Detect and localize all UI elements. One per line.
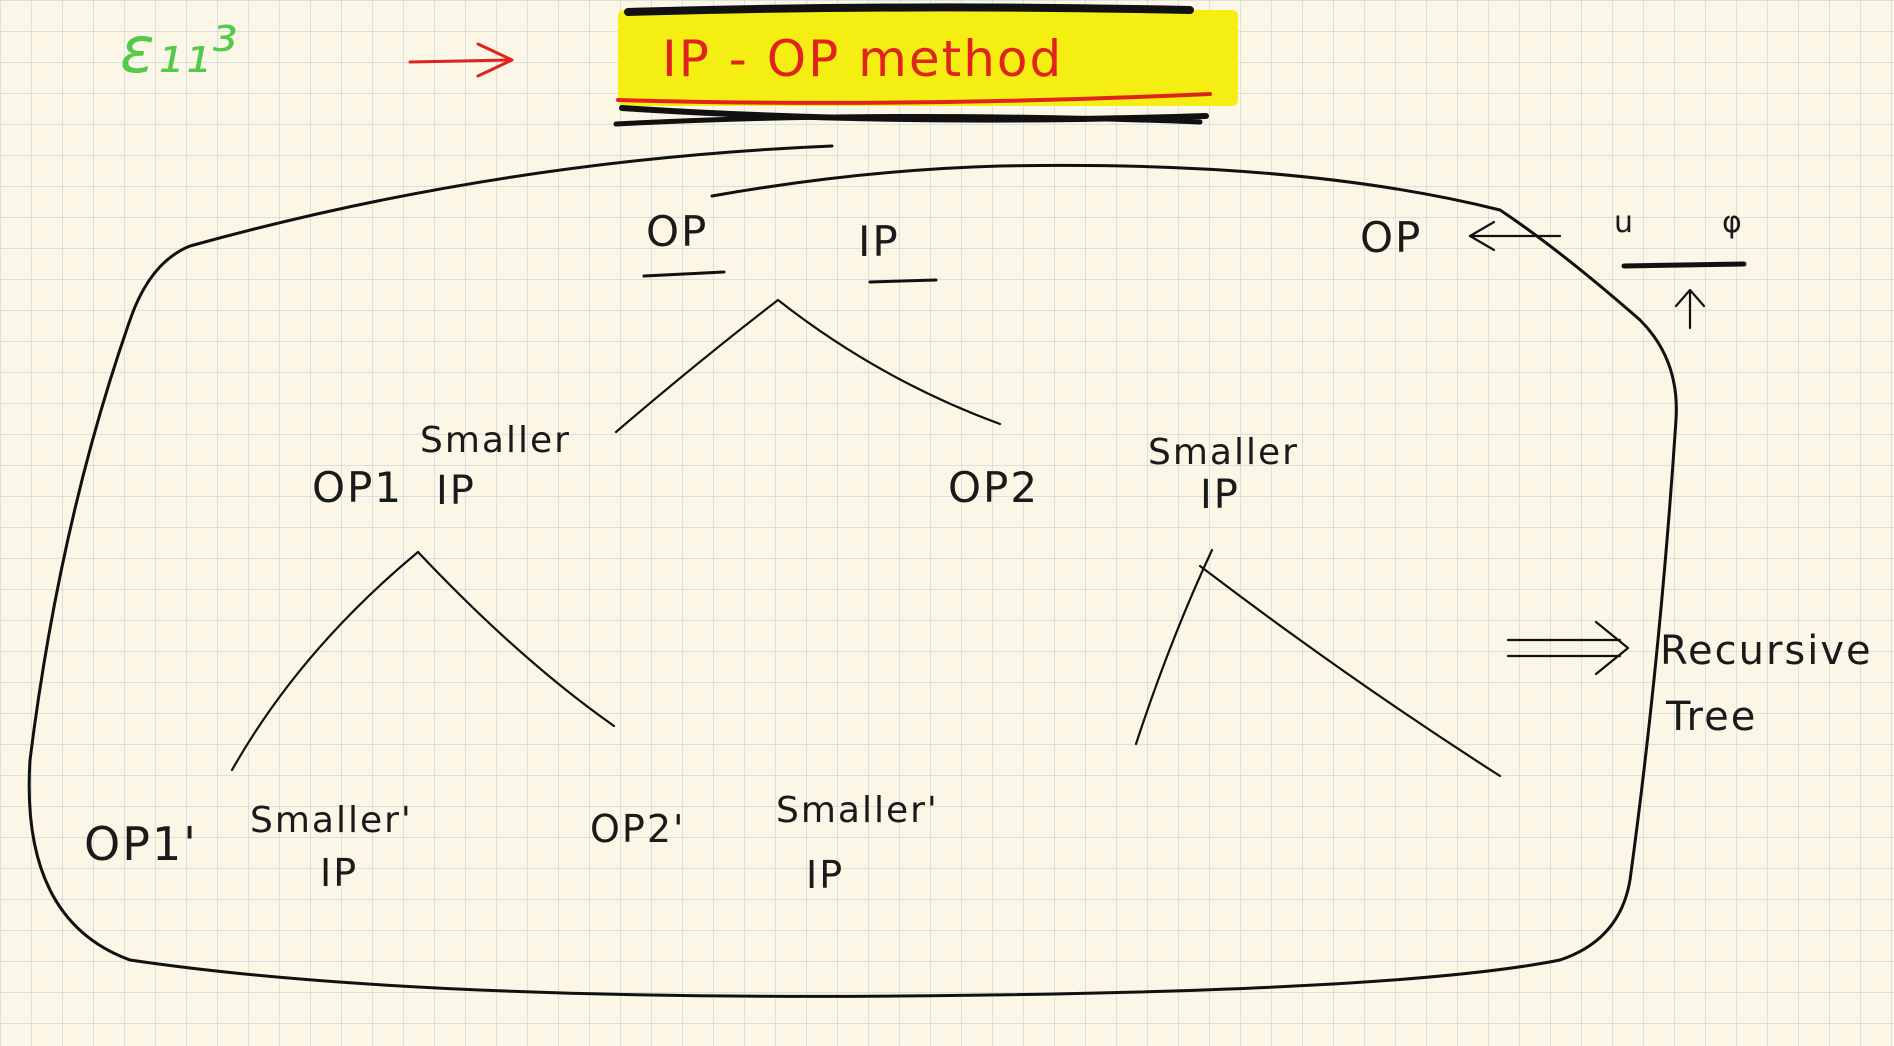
level2-op1-ip-bottom: IP <box>320 851 358 895</box>
level1-left-op: OP1 <box>312 463 403 512</box>
side-blank-line <box>1621 261 1747 269</box>
level1-left-ip-top: Smaller <box>420 420 571 461</box>
side-blank-right: φ <box>1722 205 1744 240</box>
enclosing-loop <box>27 144 1678 998</box>
page-title: IP - OP method <box>662 30 1063 88</box>
title-highlight <box>613 3 1238 127</box>
tree-label: Tree <box>1665 694 1757 740</box>
level2-op2-ip-bottom: IP <box>806 853 844 897</box>
side-blank-left: u <box>1614 205 1635 240</box>
level1-right-op: OP2 <box>948 463 1039 512</box>
root-right-branch <box>776 298 1002 426</box>
left-arrow-icon <box>1468 220 1562 252</box>
level1-right-ip-bottom: IP <box>1200 472 1240 518</box>
right-subtree-right-branch <box>1198 564 1502 778</box>
level2-op1-prime: OP1' <box>84 817 198 871</box>
up-arrow-icon <box>1674 288 1706 330</box>
right-subtree-left-branch <box>1134 548 1214 746</box>
corner-note: ε₁₁³ <box>120 14 240 88</box>
root-op-label: OP <box>646 207 708 256</box>
level2-op2-prime: OP2' <box>590 807 685 851</box>
level1-right-ip-top: Smaller <box>1148 432 1299 473</box>
level2-op2-ip-top: Smaller' <box>776 790 939 831</box>
level1-left-ip-bottom: IP <box>436 468 476 514</box>
root-ip-underline <box>868 278 938 284</box>
root-left-branch <box>614 298 780 434</box>
double-arrow-icon <box>1506 620 1630 676</box>
red-arrow-icon <box>408 42 514 78</box>
root-ip-label: IP <box>858 217 900 266</box>
level2-op1-ip-top: Smaller' <box>250 800 413 841</box>
side-op-label: OP <box>1360 213 1422 262</box>
left-subtree-right-branch <box>416 550 616 728</box>
root-op-underline <box>642 270 726 278</box>
left-subtree-left-branch <box>230 550 420 772</box>
recursive-label: Recursive <box>1660 628 1873 674</box>
